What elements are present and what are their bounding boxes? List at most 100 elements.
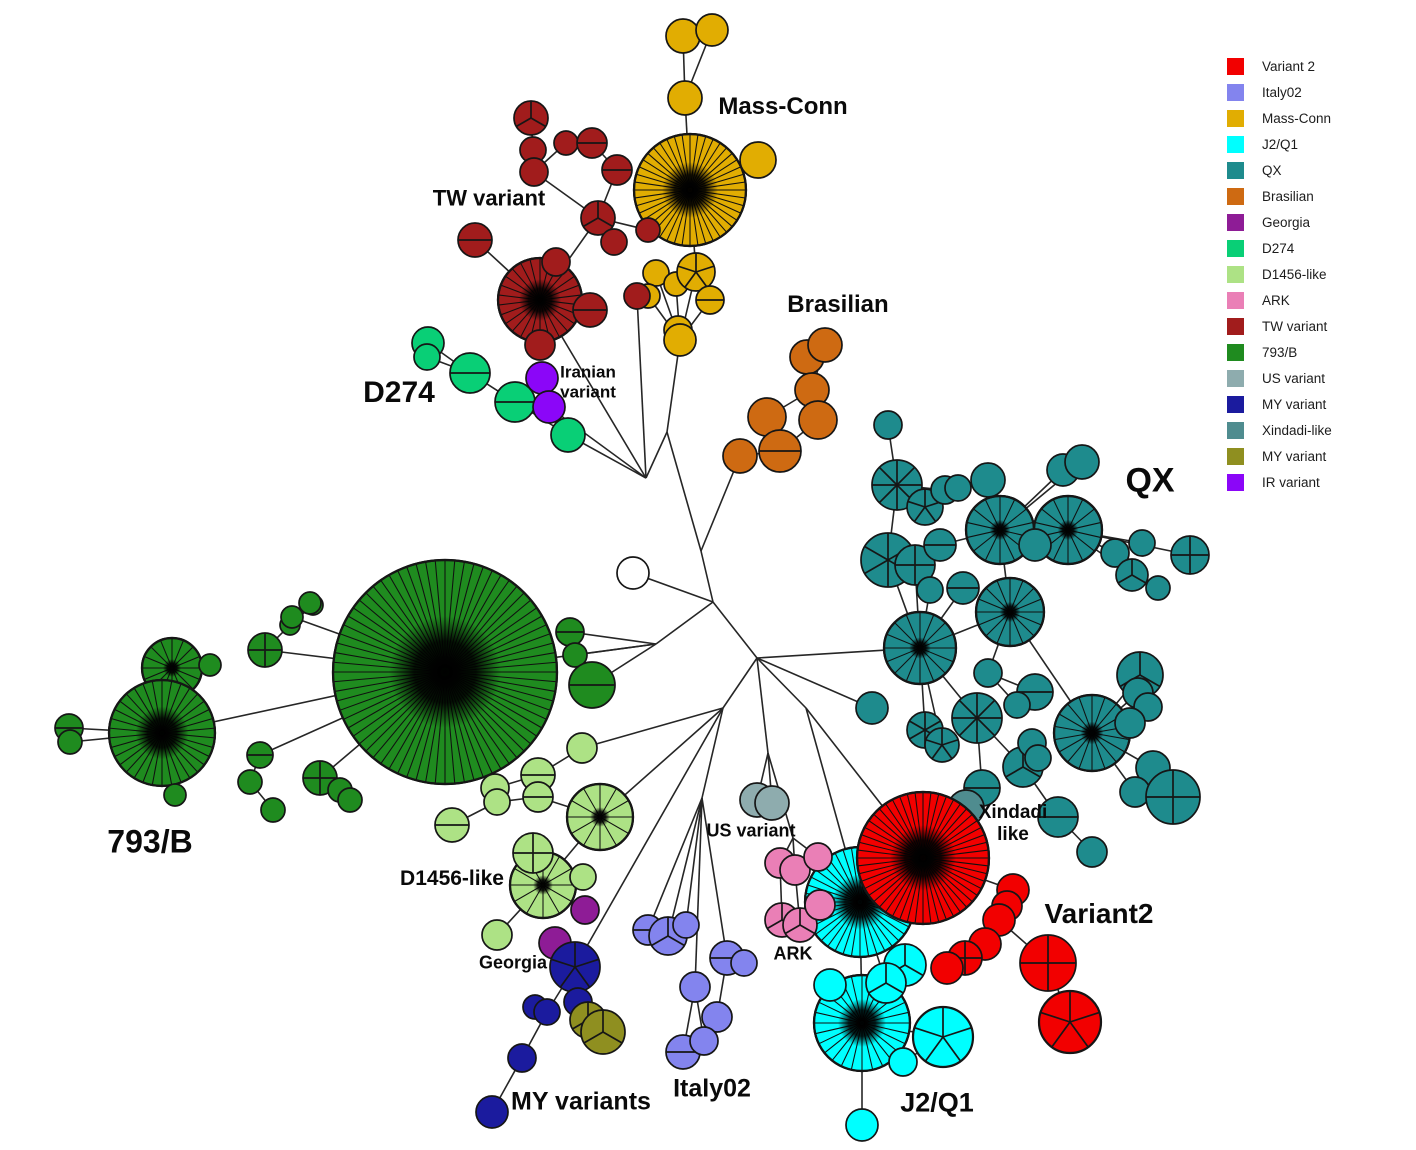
legend-item: QX	[1227, 162, 1332, 179]
network-edge	[701, 797, 728, 959]
cluster-label-brasilian: Brasilian	[787, 291, 889, 319]
legend-swatch-icon	[1227, 84, 1244, 101]
legend-item: Georgia	[1227, 214, 1332, 231]
network-node-q20	[973, 658, 1003, 688]
network-node-tw4	[553, 130, 579, 156]
network-node-a2	[779, 854, 811, 886]
cluster-label-tw-variant: TW variant	[432, 185, 546, 211]
legend-item: D1456-like	[1227, 266, 1332, 283]
network-node-br6	[758, 429, 802, 473]
legend-swatch-icon	[1227, 448, 1244, 465]
legend-swatch-icon	[1227, 58, 1244, 75]
network-node-q13	[916, 576, 944, 604]
cluster-label-mass-conn: Mass-Conn	[718, 93, 848, 121]
network-node-a5	[782, 907, 818, 943]
network-node-b_big	[331, 558, 559, 786]
network-node-v2_big	[855, 790, 991, 926]
network-node-q25	[924, 727, 960, 763]
network-node-q31	[1076, 836, 1108, 868]
network-node-tw11	[541, 247, 571, 277]
network-nodes	[54, 13, 1210, 1142]
network-node-tw1	[513, 100, 549, 136]
network-node-bs1	[246, 741, 274, 769]
legend-swatch-icon	[1227, 422, 1244, 439]
legend-item: US variant	[1227, 370, 1332, 387]
network-node-q1	[873, 410, 903, 440]
network-node-d2743	[449, 352, 491, 394]
network-node-q15	[1100, 538, 1130, 568]
legend-swatch-icon	[1227, 240, 1244, 257]
network-node-a3	[803, 842, 833, 872]
network-node-bs6	[337, 787, 363, 813]
legend-item: Mass-Conn	[1227, 110, 1332, 127]
network-node-j2d	[865, 962, 907, 1004]
network-node-Q2	[974, 576, 1046, 648]
network-node-y4	[695, 285, 725, 315]
network-edge	[655, 601, 714, 645]
legend-label: TW variant	[1262, 319, 1328, 334]
network-node-tw3	[519, 157, 549, 187]
network-node-i9	[689, 1026, 719, 1056]
network-node-q37	[1119, 776, 1151, 808]
network-node-bw4	[198, 653, 222, 677]
legend-swatch-icon	[1227, 318, 1244, 335]
legend-swatch-icon	[1227, 188, 1244, 205]
network-node-ir1	[525, 361, 559, 395]
cluster-label-us: US variant	[706, 820, 796, 841]
network-node-rp2	[1037, 989, 1103, 1055]
network-node-ds3	[522, 781, 554, 813]
cluster-label-xindadi: Xindadi like	[978, 802, 1048, 845]
network-node-be3	[568, 661, 616, 709]
network-node-mc2	[695, 13, 729, 47]
network-node-d2742	[413, 343, 441, 371]
network-node-m4	[507, 1043, 537, 1073]
network-edge	[701, 707, 724, 799]
network-node-q6	[970, 462, 1006, 498]
network-node-y8	[663, 323, 697, 357]
legend-label: Georgia	[1262, 215, 1311, 230]
network-node-q16	[1115, 558, 1149, 592]
legend-label: Brasilian	[1262, 189, 1314, 204]
network-edge	[574, 707, 724, 968]
network-node-q28	[1024, 744, 1052, 772]
legend-label: MY variant	[1262, 397, 1327, 412]
network-node-Q1	[882, 610, 958, 686]
network-node-tw14	[623, 282, 651, 310]
network-node-tw9	[635, 217, 661, 243]
network-node-tw6	[601, 154, 633, 186]
network-node-q22	[1003, 691, 1031, 719]
legend-label: MY variant	[1262, 449, 1327, 464]
legend-item: TW variant	[1227, 318, 1332, 335]
cluster-label-iranian: Iranian variant	[560, 362, 616, 401]
network-node-q35	[1114, 707, 1146, 739]
network-node-o2	[580, 1009, 626, 1055]
legend-swatch-icon	[1227, 266, 1244, 283]
network-node-tw_big	[496, 256, 584, 344]
network-node-j2e	[813, 968, 847, 1002]
legend-item: J2/Q1	[1227, 136, 1332, 153]
cluster-label-j2q1: J2/Q1	[900, 1087, 974, 1118]
network-node-q23	[951, 692, 1003, 744]
network-node-q11	[923, 528, 957, 562]
network-node-be2	[562, 642, 588, 668]
network-node-W	[616, 556, 650, 590]
legend-label: IR variant	[1262, 475, 1320, 490]
legend-swatch-icon	[1227, 344, 1244, 361]
network-node-bs3	[260, 797, 286, 823]
legend-swatch-icon	[1227, 292, 1244, 309]
network-node-bn1	[247, 632, 283, 668]
network-edge	[694, 797, 703, 988]
network-node-tw12	[572, 292, 608, 328]
network-node-m5	[475, 1095, 509, 1129]
network-node-mc4	[739, 141, 777, 179]
network-node-y3	[676, 252, 716, 292]
network-node-br5	[798, 400, 838, 440]
cluster-label-italy02: Italy02	[673, 1074, 751, 1103]
network-node-ds5	[483, 788, 511, 816]
network-edge	[722, 657, 758, 709]
legend-swatch-icon	[1227, 110, 1244, 127]
network-node-ds6	[434, 807, 470, 843]
network-node-i3	[672, 911, 700, 939]
network-edge	[712, 601, 758, 659]
